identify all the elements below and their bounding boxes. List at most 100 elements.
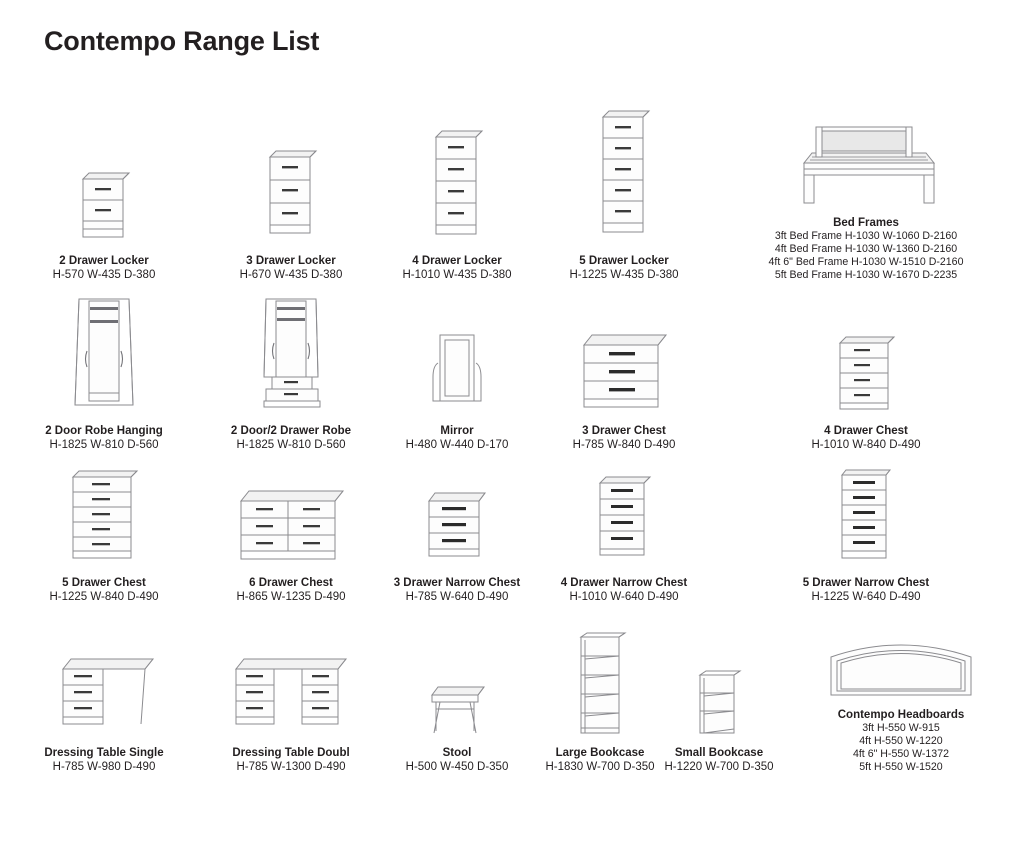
product-caption: 5 Drawer Chest H-1225 W-840 D-490 bbox=[49, 577, 158, 604]
product-caption: 2 Door Robe Hanging H-1825 W-810 D-560 bbox=[45, 425, 163, 452]
product-dimensions-line: 4ft 6" Bed Frame H-1030 W-1510 D-2160 bbox=[768, 256, 964, 268]
chest-3-drawer-icon bbox=[574, 323, 674, 413]
product-item-4-drawer-locker[interactable]: 4 Drawer Locker H-1010 W-435 D-380 bbox=[374, 123, 540, 282]
product-item-mirror[interactable]: Mirror H-480 W-440 D-170 bbox=[374, 323, 540, 452]
product-title: 5 Drawer Narrow Chest bbox=[802, 577, 930, 589]
product-item-2-door-2-drawer-robe[interactable]: 2 Door/2 Drawer Robe H-1825 W-810 D-560 bbox=[208, 291, 374, 452]
product-item-small-bookcase[interactable]: Small Bookcase H-1220 W-700 D-350 bbox=[660, 627, 778, 774]
product-caption: 2 Door/2 Drawer Robe H-1825 W-810 D-560 bbox=[231, 425, 351, 452]
product-title: 5 Drawer Locker bbox=[579, 255, 669, 267]
chest-6-drawer-icon bbox=[231, 461, 351, 565]
product-title: 4 Drawer Locker bbox=[412, 255, 502, 267]
product-dimensions: H-1225 W-640 D-490 bbox=[811, 590, 921, 603]
product-dimensions-line: 3ft H-550 W-915 bbox=[862, 722, 940, 734]
product-item-5-drawer-narrow-chest[interactable]: 5 Drawer Narrow Chest H-1225 W-640 D-490 bbox=[708, 461, 1024, 604]
small-bookcase-icon bbox=[688, 665, 750, 737]
bed-frame-icon bbox=[786, 121, 946, 207]
product-item-2-door-robe-hanging[interactable]: 2 Door Robe Hanging H-1825 W-810 D-560 bbox=[0, 291, 208, 452]
product-row: 5 Drawer Chest H-1225 W-840 D-490 bbox=[0, 452, 1024, 604]
chest-4-drawer-icon bbox=[826, 323, 906, 413]
product-item-2-drawer-locker[interactable]: 2 Drawer Locker H-570 W-435 D-380 bbox=[0, 133, 208, 282]
narrow-chest-5-drawer-icon bbox=[830, 461, 902, 565]
product-item-3-drawer-locker[interactable]: 3 Drawer Locker H-670 W-435 D-380 bbox=[208, 133, 374, 282]
product-title: Mirror bbox=[440, 425, 474, 437]
product-item-stool[interactable]: Stool H-500 W-450 D-350 bbox=[374, 657, 540, 774]
product-caption: 5 Drawer Locker H-1225 W-435 D-380 bbox=[569, 255, 678, 282]
product-row: Dressing Table Single H-785 W-980 D-490 bbox=[0, 604, 1024, 774]
mirror-icon bbox=[422, 323, 492, 413]
product-caption: Dressing Table Doubl H-785 W-1300 D-490 bbox=[232, 747, 349, 774]
product-dimensions: H-785 W-980 D-490 bbox=[52, 760, 156, 773]
narrow-chest-3-drawer-icon bbox=[417, 461, 497, 565]
product-title: 2 Drawer Locker bbox=[59, 255, 149, 267]
product-dimensions: H-670 W-435 D-380 bbox=[239, 268, 343, 281]
product-dimensions: H-1010 W-435 D-380 bbox=[402, 268, 512, 281]
product-dimensions: H-1825 W-810 D-560 bbox=[236, 438, 346, 451]
product-item-4-drawer-chest[interactable]: 4 Drawer Chest H-1010 W-840 D-490 bbox=[708, 323, 1024, 452]
product-dimensions: H-1220 W-700 D-350 bbox=[664, 760, 774, 773]
product-item-6-drawer-chest[interactable]: 6 Drawer Chest H-865 W-1235 D-490 bbox=[208, 461, 374, 604]
product-title: Dressing Table Doubl bbox=[232, 747, 350, 759]
dressing-table-single-icon bbox=[49, 643, 159, 735]
product-item-4-drawer-narrow-chest[interactable]: 4 Drawer Narrow Chest H-1010 W-640 D-490 bbox=[540, 461, 708, 604]
product-dimensions: H-1225 W-840 D-490 bbox=[49, 590, 159, 603]
large-bookcase-icon bbox=[567, 625, 633, 737]
product-caption: Stool H-500 W-450 D-350 bbox=[406, 747, 509, 774]
product-grid: 2 Drawer Locker H-570 W-435 D-380 bbox=[0, 92, 1024, 774]
product-dimensions-line: 4ft H-550 W-1220 bbox=[859, 735, 943, 747]
headboard-icon bbox=[825, 629, 977, 701]
product-item-contempo-headboards[interactable]: Contempo Headboards 3ft H-550 W-915 4ft … bbox=[778, 623, 1024, 775]
product-dimensions: H-1010 W-640 D-490 bbox=[569, 590, 679, 603]
product-item-large-bookcase[interactable]: Large Bookcase H-1830 W-700 D-350 bbox=[540, 625, 660, 774]
product-title: 3 Drawer Chest bbox=[582, 425, 666, 437]
product-item-3-drawer-narrow-chest[interactable]: 3 Drawer Narrow Chest H-785 W-640 D-490 bbox=[374, 461, 540, 604]
locker-3-drawer-icon bbox=[260, 133, 322, 243]
product-dimensions: H-865 W-1235 D-490 bbox=[236, 590, 346, 603]
product-title: Large Bookcase bbox=[555, 747, 645, 759]
product-item-bed-frames[interactable]: Bed Frames 3ft Bed Frame H-1030 W-1060 D… bbox=[708, 121, 1024, 283]
product-dimensions: H-1825 W-810 D-560 bbox=[49, 438, 159, 451]
product-caption: 3 Drawer Chest H-785 W-840 D-490 bbox=[573, 425, 676, 452]
product-dimensions-line: 3ft Bed Frame H-1030 W-1060 D-2160 bbox=[774, 230, 958, 242]
product-caption: 4 Drawer Locker H-1010 W-435 D-380 bbox=[402, 255, 511, 282]
product-item-dressing-table-double[interactable]: Dressing Table Doubl H-785 W-1300 D-490 bbox=[208, 643, 374, 774]
product-title: Stool bbox=[442, 747, 472, 759]
product-caption: 6 Drawer Chest H-865 W-1235 D-490 bbox=[236, 577, 345, 604]
product-item-5-drawer-locker[interactable]: 5 Drawer Locker H-1225 W-435 D-380 bbox=[540, 103, 708, 282]
product-dimensions: H-570 W-435 D-380 bbox=[52, 268, 156, 281]
product-row: 2 Drawer Locker H-570 W-435 D-380 bbox=[0, 92, 1024, 282]
product-title: Dressing Table Single bbox=[44, 747, 164, 759]
product-dimensions-line: 4ft Bed Frame H-1030 W-1360 D-2160 bbox=[774, 243, 958, 255]
product-caption: 4 Drawer Narrow Chest H-1010 W-640 D-490 bbox=[561, 577, 688, 604]
product-caption: 2 Drawer Locker H-570 W-435 D-380 bbox=[53, 255, 156, 282]
product-title: 2 Door/2 Drawer Robe bbox=[230, 425, 352, 437]
dressing-table-double-icon bbox=[226, 643, 356, 735]
product-item-dressing-table-single[interactable]: Dressing Table Single H-785 W-980 D-490 bbox=[0, 643, 208, 774]
product-title: Contempo Headboards bbox=[837, 708, 965, 721]
product-title: 4 Drawer Chest bbox=[824, 425, 908, 437]
locker-4-drawer-icon bbox=[426, 123, 488, 243]
product-dimensions-line: 5ft H-550 W-1520 bbox=[859, 761, 943, 773]
product-dimensions: H-1010 W-840 D-490 bbox=[811, 438, 921, 451]
product-item-5-drawer-chest[interactable]: 5 Drawer Chest H-1225 W-840 D-490 bbox=[0, 461, 208, 604]
product-caption: Large Bookcase H-1830 W-700 D-350 bbox=[545, 747, 654, 774]
product-title: 6 Drawer Chest bbox=[249, 577, 333, 589]
product-dimensions: H-1830 W-700 D-350 bbox=[545, 760, 655, 773]
product-caption: Bed Frames 3ft Bed Frame H-1030 W-1060 D… bbox=[769, 217, 964, 283]
product-caption: Small Bookcase H-1220 W-700 D-350 bbox=[664, 747, 773, 774]
product-caption: 3 Drawer Locker H-670 W-435 D-380 bbox=[240, 255, 343, 282]
product-caption: 5 Drawer Narrow Chest H-1225 W-640 D-490 bbox=[803, 577, 930, 604]
locker-2-drawer-icon bbox=[73, 133, 135, 243]
chest-5-drawer-icon bbox=[59, 461, 149, 565]
narrow-chest-4-drawer-icon bbox=[588, 461, 660, 565]
product-item-3-drawer-chest[interactable]: 3 Drawer Chest H-785 W-840 D-490 bbox=[540, 323, 708, 452]
product-dimensions: H-480 W-440 D-170 bbox=[405, 438, 509, 451]
product-title: Bed Frames bbox=[833, 216, 899, 229]
product-dimensions: H-785 W-840 D-490 bbox=[572, 438, 676, 451]
robe-2-door-hanging-icon bbox=[59, 291, 149, 413]
locker-5-drawer-icon bbox=[593, 103, 655, 243]
product-row: 2 Door Robe Hanging H-1825 W-810 D-560 bbox=[0, 282, 1024, 452]
product-caption: Mirror H-480 W-440 D-170 bbox=[406, 425, 509, 452]
product-dimensions: H-500 W-450 D-350 bbox=[405, 760, 509, 773]
stool-icon bbox=[422, 679, 492, 737]
